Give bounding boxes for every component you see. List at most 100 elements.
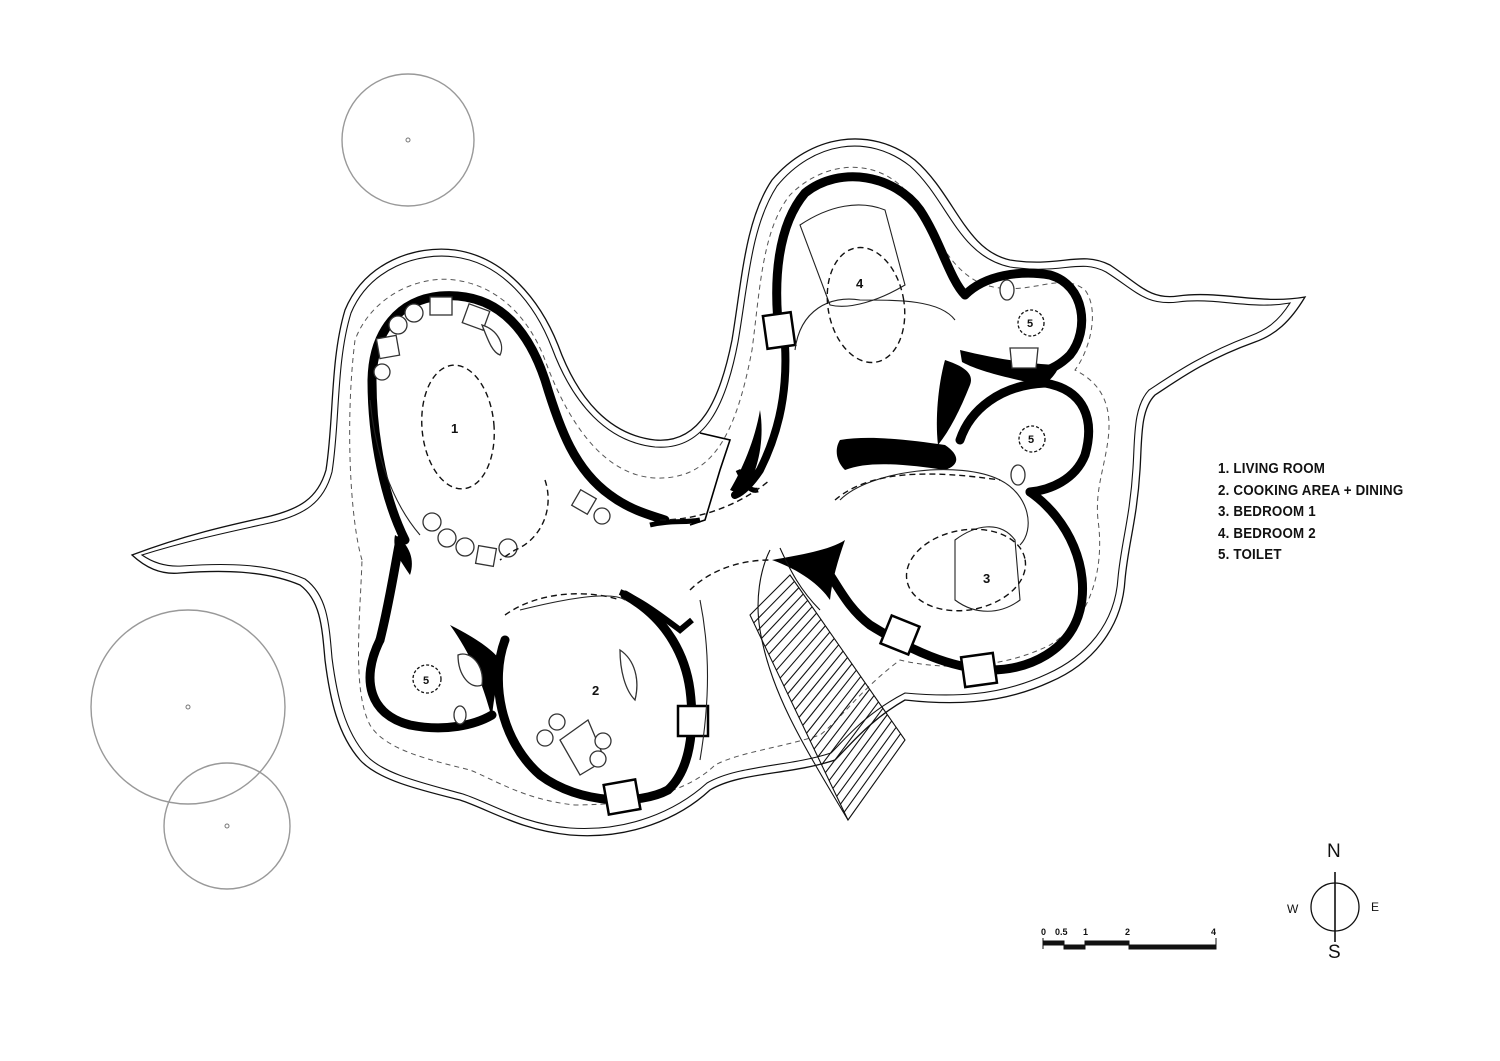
stool: [437, 528, 457, 548]
toilet-marker-circle: [1017, 309, 1045, 337]
compass-south: S: [1328, 942, 1341, 963]
scale-label-2: 2: [1125, 927, 1131, 937]
toilet-marker-circle: [1018, 425, 1046, 453]
wall-junctions: [394, 350, 1060, 718]
compass-west: W: [1287, 902, 1299, 916]
zone-bedroom-2: [826, 246, 906, 364]
doors-and-openings: [618, 432, 759, 634]
tree-canopies: [90, 73, 475, 890]
stair-tread: [779, 625, 826, 679]
tree-trunk: [224, 823, 230, 829]
stair-tread: [840, 726, 897, 805]
bed-outline-bedroom-2: [799, 204, 906, 307]
stair-tread: [798, 657, 848, 718]
side-table: [474, 544, 498, 568]
stair-tread: [836, 720, 893, 797]
tree-canopy: [341, 73, 475, 207]
stair-tread: [791, 644, 840, 703]
stool: [455, 537, 475, 557]
stair-tread: [753, 580, 795, 624]
tree-trunks: [185, 137, 411, 829]
wall-junction-toilet: [450, 625, 502, 718]
window-frame: [602, 778, 642, 816]
circulation-path: [499, 479, 549, 561]
stool: [593, 507, 611, 525]
scale-segment: [1042, 940, 1065, 946]
wall-bedroom-2: [772, 172, 970, 345]
stair-tread: [809, 676, 862, 742]
dining-stool: [594, 732, 612, 750]
site-outline: [130, 138, 1307, 837]
wall-living-room-lower: [375, 535, 405, 645]
wall-toilet-mid-right: [955, 378, 1094, 497]
stair-tread: [772, 612, 817, 663]
door-swing-curved: [689, 432, 732, 526]
floor-outline-bedroom-2: [794, 298, 956, 351]
toilet-markers: [412, 309, 1046, 694]
legend-item-toilet: 5. TOILET: [1218, 547, 1282, 563]
window-frame: [761, 310, 797, 351]
stair-tread: [813, 682, 866, 750]
wall-fin-center: [836, 437, 957, 470]
room-label-4: 4: [856, 276, 864, 291]
wc-bowl: [999, 279, 1015, 301]
stair-tread: [832, 714, 888, 789]
stool: [498, 538, 518, 558]
scale-label-4: 4: [1211, 927, 1217, 937]
scale-segment: [1084, 940, 1130, 946]
stair-tread: [794, 650, 844, 710]
room-label-5-upper: 5: [1027, 318, 1033, 330]
wc-bowl: [453, 705, 467, 725]
wash-basin: [457, 653, 483, 687]
dining-stool: [548, 713, 566, 731]
stair-tread: [817, 688, 871, 758]
stair-tread: [757, 587, 800, 632]
wall-cooking-room: [493, 590, 697, 805]
compass-east: E: [1371, 900, 1380, 914]
stool: [422, 512, 442, 532]
stair-tread: [764, 600, 809, 647]
wall-bedroom-1: [825, 487, 1088, 675]
walls: [365, 172, 1094, 805]
floor-outline-cooking: [519, 595, 626, 611]
legend-item-living-room: 1. LIVING ROOM: [1218, 461, 1326, 477]
tree-trunk: [405, 137, 411, 143]
scale-label-1: 1: [1083, 927, 1089, 937]
floor-outline-bedroom-1: [839, 469, 1029, 546]
side-table: [461, 303, 491, 331]
zone-ellipses: [421, 246, 1027, 616]
wall-living-room: [367, 291, 670, 545]
window-frame: [959, 651, 999, 689]
floor-outline-corridor: [699, 599, 709, 761]
wall-shelf-toilet: [960, 350, 1060, 385]
stair-tread: [843, 733, 902, 813]
legend-item-bedroom-2: 4. BEDROOM 2: [1218, 525, 1316, 542]
compass-north: N: [1327, 841, 1341, 862]
floor-cushion: [480, 323, 503, 356]
room-legend: 1. LIVING ROOM 2. COOKING AREA + DINING …: [1218, 459, 1420, 567]
stair-tread: [768, 606, 813, 655]
circulation-path: [504, 593, 621, 616]
stair-treads: [753, 580, 902, 813]
wall-curved-divider: [730, 410, 762, 495]
terrain-contour-outer: [130, 138, 1307, 837]
dining-stool: [536, 729, 554, 747]
terrain-contour-inner: [140, 145, 1292, 830]
scale-bar: [1042, 938, 1217, 950]
wash-basin: [1009, 347, 1039, 369]
room-label-2: 2: [592, 683, 599, 698]
legend-item-bedroom-1: 3. BEDROOM 1: [1218, 504, 1316, 520]
legend-item-cooking-dining: 2. COOKING AREA + DINING: [1218, 482, 1404, 499]
stair-tread: [783, 631, 831, 687]
zone-living-room: [421, 364, 495, 490]
stair-outline: [749, 574, 906, 822]
stool: [404, 303, 424, 323]
stair-tread: [824, 701, 879, 774]
living-room-furniture: [373, 296, 611, 568]
wall-junction-left: [394, 535, 412, 575]
dining-furniture: [536, 648, 638, 776]
kitchen-counter: [619, 648, 638, 702]
stair-tread: [775, 619, 822, 671]
room-label-5-left: 5: [423, 675, 429, 687]
